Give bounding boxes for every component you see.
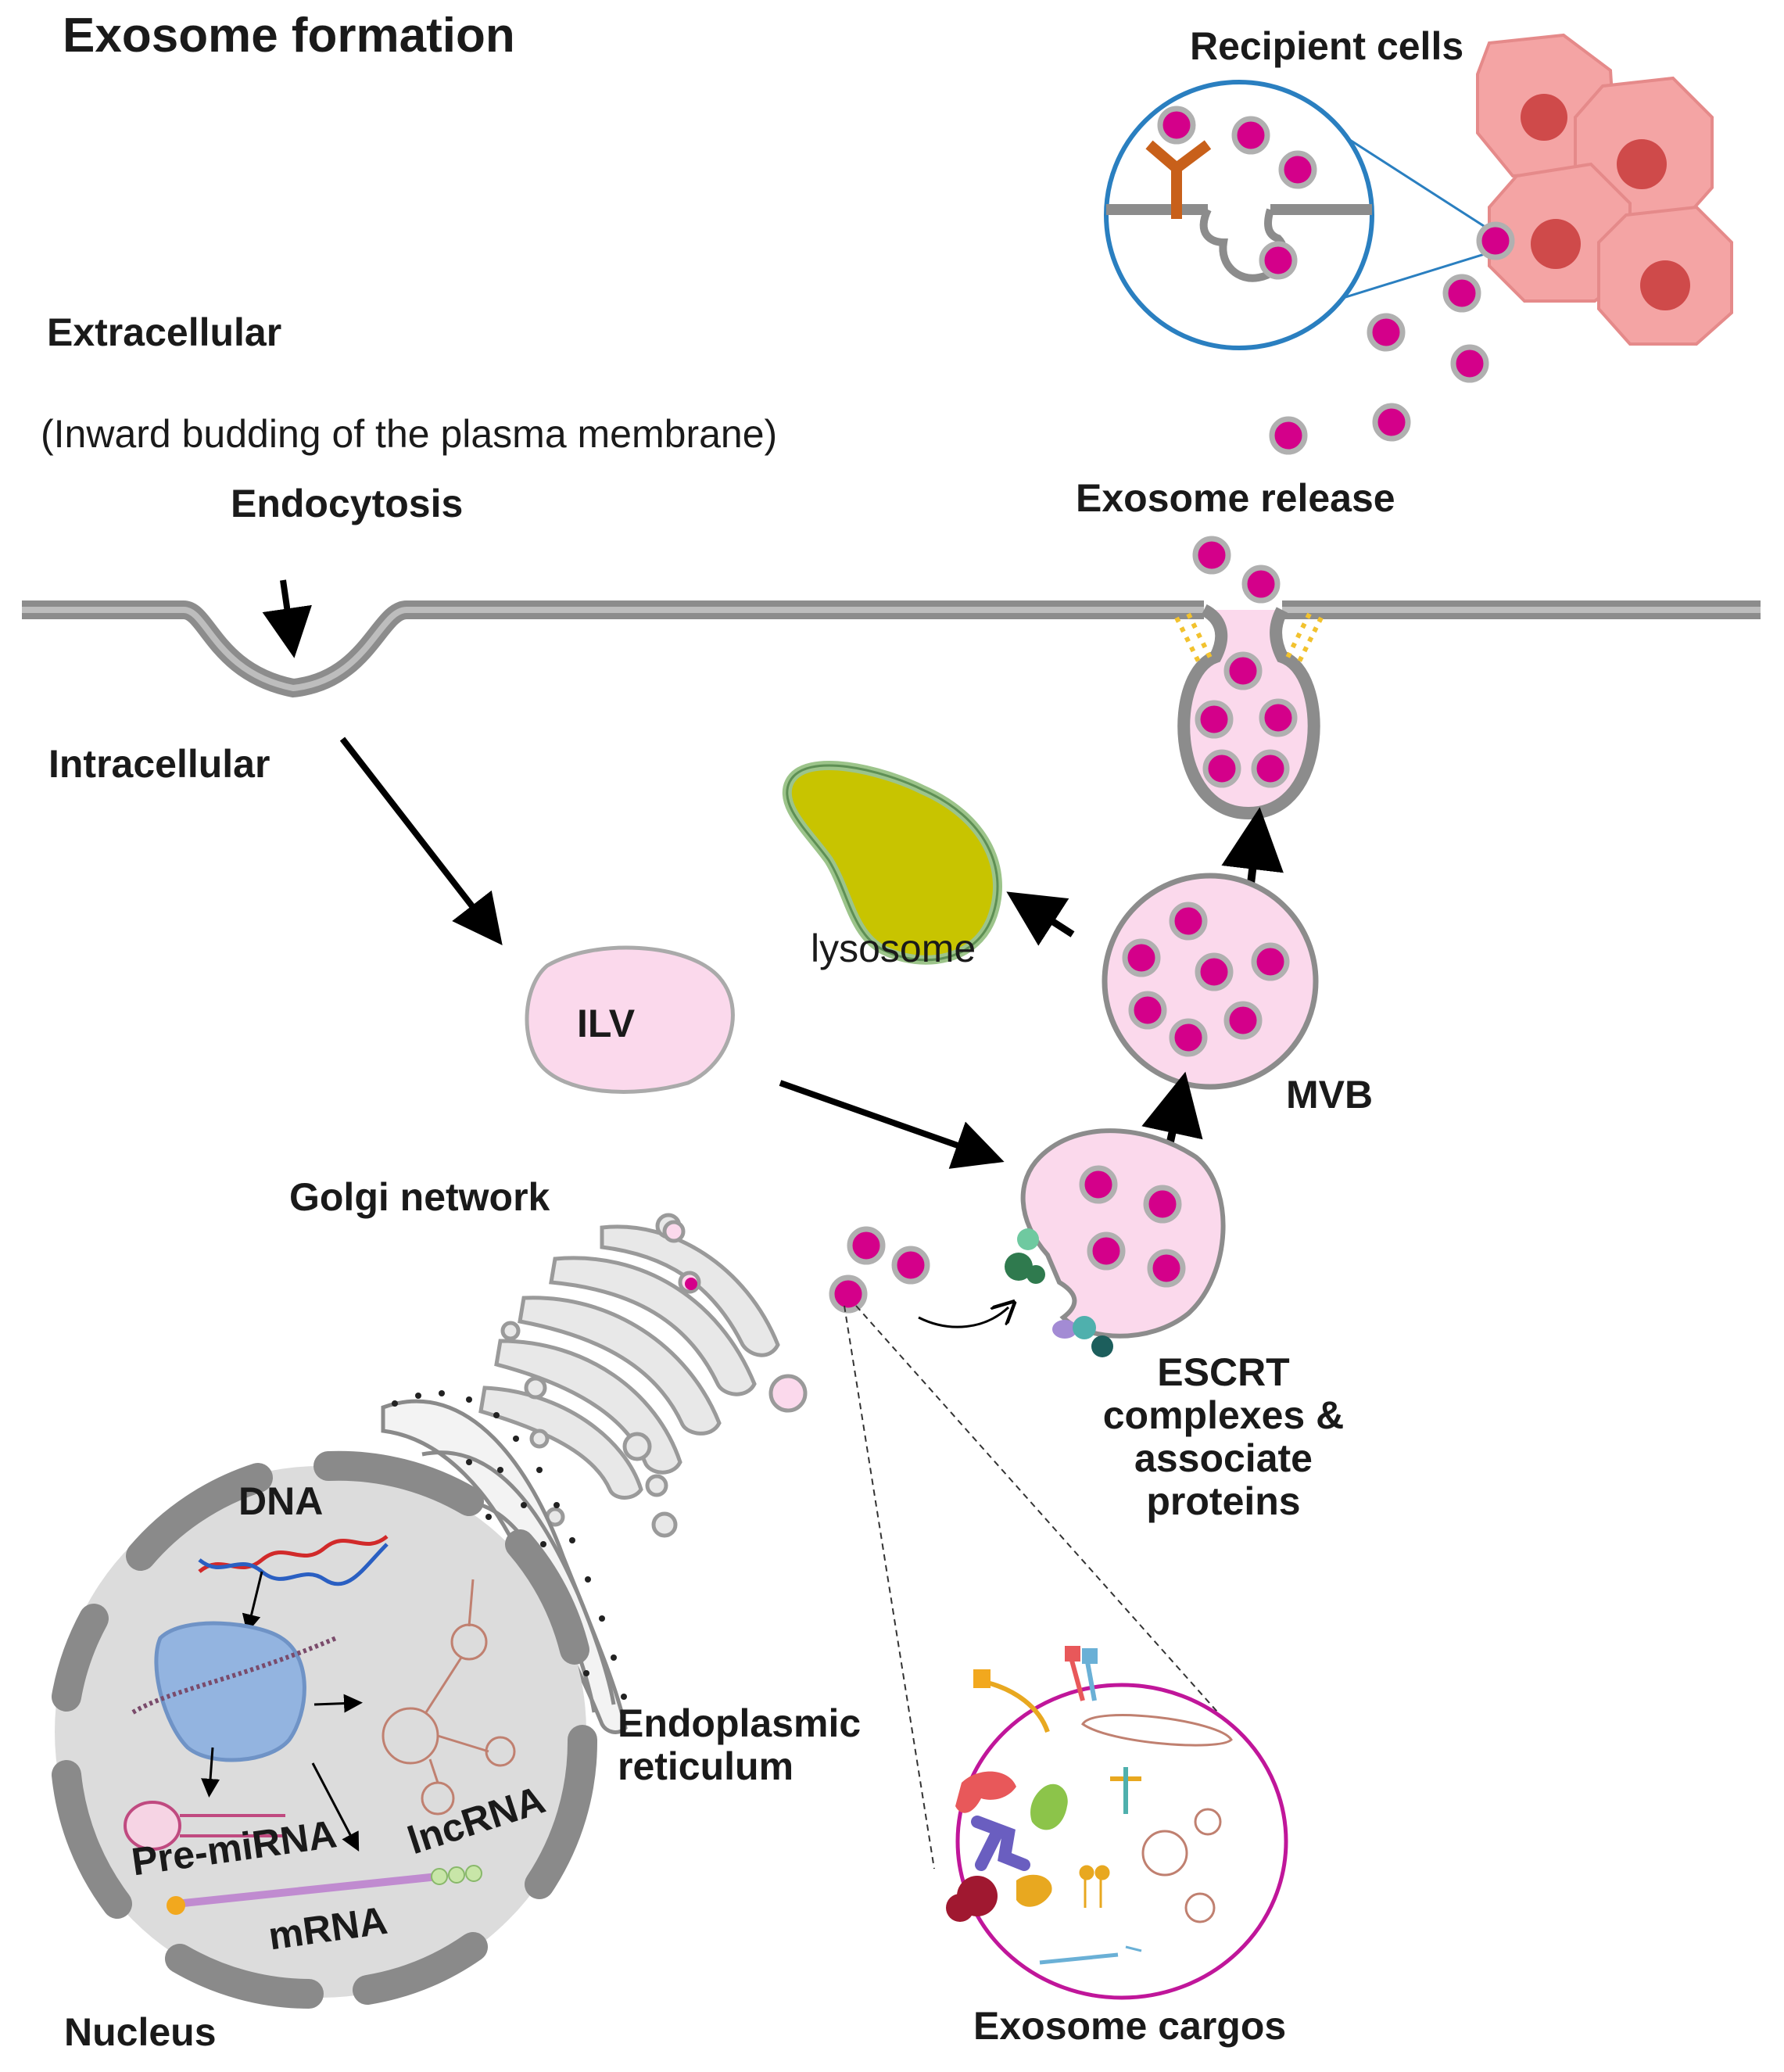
cargo-peptide-icon [1110, 1767, 1141, 1814]
escrt-label-line: proteins [1146, 1479, 1301, 1523]
escrt-proteins-icon [1005, 1228, 1113, 1357]
golgi-apparatus [478, 1213, 808, 1538]
zoom-line [1332, 249, 1498, 303]
extracellular-label: Extracellular [47, 310, 282, 354]
exosome [1245, 568, 1277, 600]
golgi-network-label: Golgi network [289, 1175, 550, 1219]
projection-line [855, 1305, 1236, 1733]
lncrna-structure-icon [382, 1579, 516, 1816]
recipient-cells-label: Recipient cells [1190, 24, 1464, 68]
endocytosis-label: Endocytosis [231, 482, 464, 525]
lysosome-organelle [782, 761, 1002, 965]
nucleus-label: Nucleus [64, 2010, 217, 2054]
golgi-vesicle-cargo [685, 1278, 697, 1290]
early-endosome [1005, 1128, 1226, 1357]
escrt-label-line: associate [1134, 1436, 1313, 1480]
exosome [1254, 752, 1287, 785]
pre-mirna-icon [124, 1801, 285, 1851]
exosome [894, 1249, 927, 1282]
escrt-label: ESCRT complexes & associate proteins [1094, 1351, 1352, 1523]
intracellular-label: Intracellular [48, 742, 270, 786]
exosome [1453, 347, 1486, 380]
transcription-arrow [242, 1571, 263, 1633]
exosome [1195, 539, 1228, 572]
exosome [1172, 1021, 1205, 1054]
exosome [1281, 153, 1314, 186]
rna-polymerase-icon [154, 1621, 306, 1762]
exosome-cargo-circle [946, 1683, 1288, 2000]
recipient-cells [1476, 33, 1733, 346]
exosome [1090, 1235, 1123, 1267]
exosome [1262, 244, 1295, 277]
receptor-icon [1145, 140, 1212, 219]
uptake-zoom-circle [1104, 80, 1374, 350]
mrna-arrow [311, 1762, 360, 1852]
premirna-arrow [201, 1747, 220, 1798]
zoom-line [1332, 127, 1498, 236]
fusing-mvb [1174, 604, 1324, 820]
exosome [1146, 1188, 1179, 1221]
nucleus-organelle [52, 1450, 598, 2009]
escrt-label-line: ESCRT [1157, 1350, 1290, 1394]
exosome [1205, 752, 1238, 785]
exosome [1160, 109, 1193, 142]
exosome [1150, 1252, 1183, 1285]
exosome [1131, 994, 1164, 1027]
mvb-label: MVB [1286, 1073, 1374, 1117]
exosome [1370, 316, 1402, 349]
exosome-cargos-label: Exosome cargos [973, 2004, 1287, 2048]
er-label-line: reticulum [618, 1744, 794, 1788]
exosome [1172, 905, 1205, 937]
plasma-membrane [22, 600, 1761, 698]
exosome [1272, 419, 1305, 452]
ilv-to-endosome-arrow [779, 1080, 1005, 1169]
lysosome-label: lysosome [811, 927, 976, 970]
cargo-rna-icon [1039, 1714, 1233, 1965]
recipient-cell [1597, 205, 1733, 346]
cargo-receptor-icon [973, 1646, 1098, 1733]
er-label-line: Endoplasmic [618, 1701, 862, 1745]
mvb-organelle [1102, 873, 1319, 1090]
exosome [1445, 277, 1478, 310]
endoplasmic-reticulum-label: Endoplasmic reticulum [618, 1702, 861, 1788]
exosome [1234, 119, 1267, 152]
projection-line [844, 1305, 935, 1869]
exosome [1262, 701, 1295, 734]
exosome [1479, 224, 1512, 257]
ilv-vesicle [525, 945, 735, 1094]
exosome [1125, 941, 1158, 974]
exosome [1082, 1168, 1115, 1201]
cargo-protein-icon [946, 1771, 1068, 1922]
dna-helix-icon [198, 1535, 389, 1586]
release-arrow [1221, 807, 1284, 884]
exosome-release-label: Exosome release [1076, 476, 1395, 520]
inward-budding-label: (Inward budding of the plasma membrane) [41, 412, 778, 456]
exosome [1227, 1004, 1259, 1037]
cargo-sorting-arrow [918, 1307, 1008, 1328]
cargo-lipid-icon [1079, 1865, 1110, 1908]
internalization-arrow [339, 737, 503, 945]
exosome [832, 1278, 865, 1310]
escrt-label-line: complexes & [1102, 1393, 1345, 1437]
endoplasmic-reticulum [381, 1399, 628, 1734]
snare-proteins [1174, 612, 1324, 666]
exosome [1254, 945, 1287, 978]
endocytosis-arrow [262, 579, 312, 658]
lysosome-arrow [1006, 891, 1075, 946]
dna-strand [131, 1636, 338, 1715]
exosome [1198, 955, 1231, 988]
maturation-arrow [1141, 1071, 1203, 1143]
exosome [1198, 703, 1231, 736]
exosome [1375, 406, 1408, 439]
dna-label: DNA [238, 1479, 324, 1523]
exosome [1227, 654, 1259, 687]
ilv-label: ILV [577, 1002, 636, 1045]
exosome [850, 1229, 883, 1262]
page-title: Exosome formation [63, 9, 515, 63]
lncrna-arrow [313, 1694, 363, 1713]
mrna-strand-icon [167, 1865, 482, 1915]
